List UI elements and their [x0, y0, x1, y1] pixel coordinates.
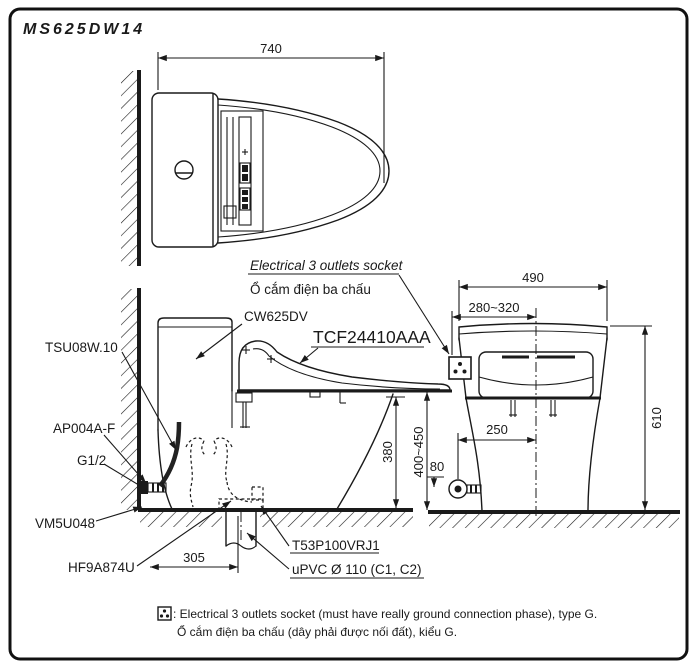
wall-hatch-top: [121, 71, 138, 266]
dim-400-450: 400~450: [410, 391, 434, 511]
dim-280-320: 280~320: [451, 300, 537, 355]
washlet-control-panel: [220, 110, 264, 232]
outlet-leader: [398, 274, 450, 355]
label-tank-model: CW625DV: [244, 309, 308, 324]
label-outlet-socket-en: Electrical 3 outlets socket: [250, 258, 404, 273]
dim-280-320-value: 280~320: [469, 300, 520, 315]
label-valve-model: AP004A-F: [53, 421, 115, 436]
flush-knob: [174, 160, 194, 180]
label-hose-model: TSU08W.10: [45, 340, 118, 355]
dim-610-value: 610: [649, 407, 664, 429]
washlet-lid-profile: [238, 340, 451, 391]
wall-hatch-side: [121, 289, 138, 510]
dim-80-value: 80: [430, 459, 444, 474]
footnote: : Electrical 3 outlets socket (must have…: [157, 606, 597, 639]
dim-380-value: 380: [380, 441, 395, 463]
dim-305: 305: [149, 516, 239, 573]
footnote-line1: : Electrical 3 outlets socket (must have…: [173, 607, 597, 621]
dim-250-value: 250: [486, 422, 508, 437]
label-pipe-spec: uPVC Ø 110 (C1, C2): [292, 562, 422, 577]
stop-valve: [141, 481, 167, 494]
dim-400-450-value: 400~450: [411, 427, 426, 478]
water-supply-point: [448, 479, 482, 499]
label-washlet-model: TCF24410AAA: [313, 327, 431, 347]
rear-view: 490 280~320 610 400~450 380: [380, 270, 680, 528]
label-seal-model: VM5U048: [35, 516, 95, 531]
dim-740-value: 740: [260, 41, 282, 56]
supply-hose: [158, 421, 182, 488]
label-outlet-socket-vi: Ổ cắm điện ba chấu: [250, 282, 371, 297]
socket-icon: [448, 356, 472, 380]
label-flange-model: HF9A874U: [68, 560, 135, 575]
trapway-dashed: [185, 437, 264, 512]
drawing-border: [8, 7, 689, 661]
floor-hatch-rear: [429, 514, 679, 528]
floor-hatch-left: [140, 512, 222, 527]
label-thread-size: G1/2: [77, 453, 106, 468]
page-title: MS625DW14: [23, 21, 145, 38]
floor-hatch-right: [260, 512, 413, 527]
part-labels: Electrical 3 outlets socket Ổ cắm điện b…: [35, 258, 450, 579]
dim-490-value: 490: [522, 270, 544, 285]
side-view: 305: [121, 288, 452, 573]
dim-610: 610: [610, 325, 664, 511]
dim-80: 80: [427, 459, 444, 488]
top-view: 740: [121, 41, 390, 266]
footnote-line2: Ổ cắm điện ba chấu (dây phải được nối đấ…: [177, 624, 457, 639]
dim-250: 250: [457, 422, 537, 479]
dim-380: 380: [380, 396, 405, 509]
socket-icon-legend: [157, 606, 172, 621]
dim-305-value: 305: [183, 550, 205, 565]
dim-740: 740: [157, 41, 385, 183]
fixing-bolts: [509, 400, 557, 417]
label-joint-model: T53P100VRJ1: [292, 538, 380, 553]
